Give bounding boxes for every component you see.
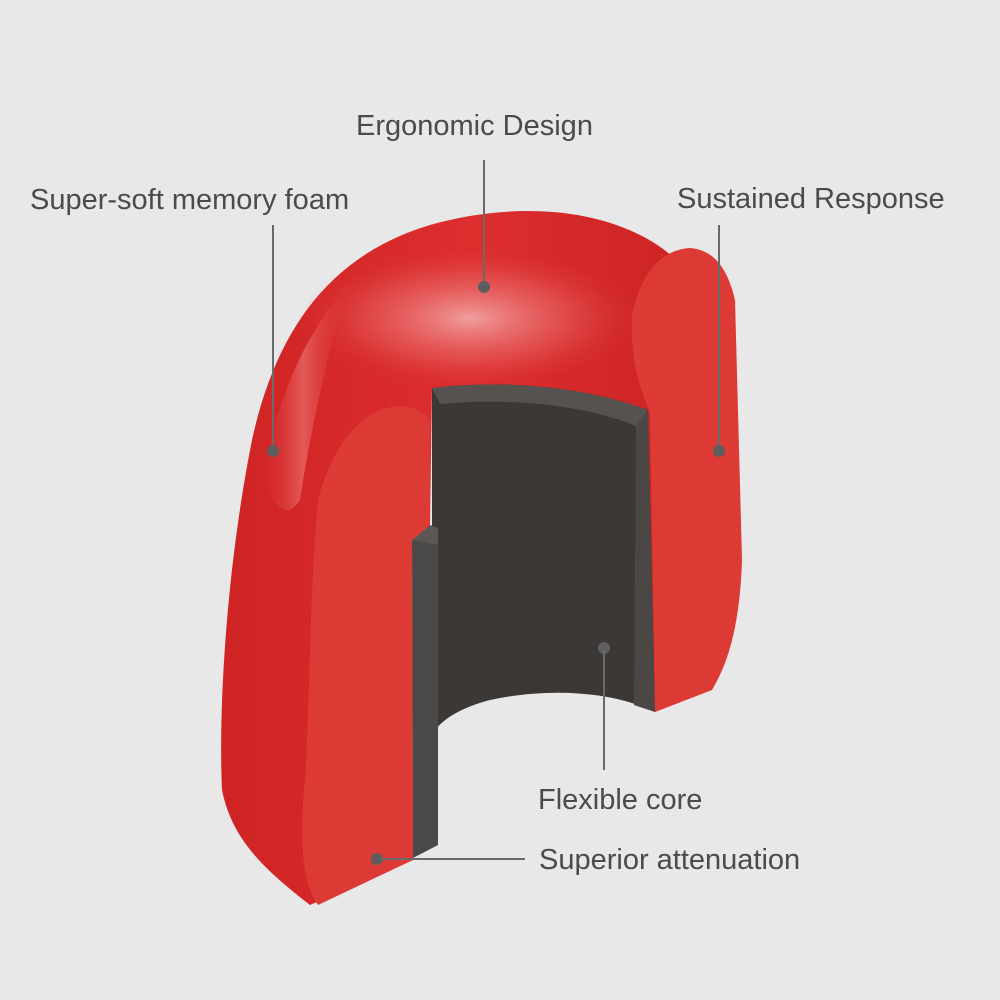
right-cut-face <box>631 248 742 712</box>
callout-sustained-response: Sustained Response <box>677 183 945 457</box>
callout-flexible-core: Flexible core <box>538 642 702 816</box>
callout-ergonomic-design: Ergonomic Design <box>356 110 593 293</box>
core-left-top-bevel <box>412 525 438 545</box>
flank-highlight <box>262 290 345 510</box>
label-sustained-response: Sustained Response <box>677 183 945 215</box>
marker-sustained-response <box>713 445 725 457</box>
marker-superior-attenuation <box>371 853 383 865</box>
rim-highlight <box>300 248 640 388</box>
callout-super-soft-memory-foam: Super-soft memory foam <box>30 184 349 457</box>
core-right-edge <box>634 410 655 712</box>
label-flexible-core: Flexible core <box>538 784 702 816</box>
core-left-edge <box>412 528 438 858</box>
core-back-wall <box>432 384 655 735</box>
callout-superior-attenuation: Superior attenuation <box>371 844 800 876</box>
label-ergonomic-design: Ergonomic Design <box>356 110 593 142</box>
left-cut-face <box>302 406 430 905</box>
label-super-soft-memory-foam: Super-soft memory foam <box>30 184 349 216</box>
marker-flexible-core <box>598 642 610 654</box>
core-top-edge <box>432 384 648 426</box>
marker-super-soft-memory-foam <box>267 445 279 457</box>
marker-ergonomic-design <box>478 281 490 293</box>
label-superior-attenuation: Superior attenuation <box>539 844 800 876</box>
